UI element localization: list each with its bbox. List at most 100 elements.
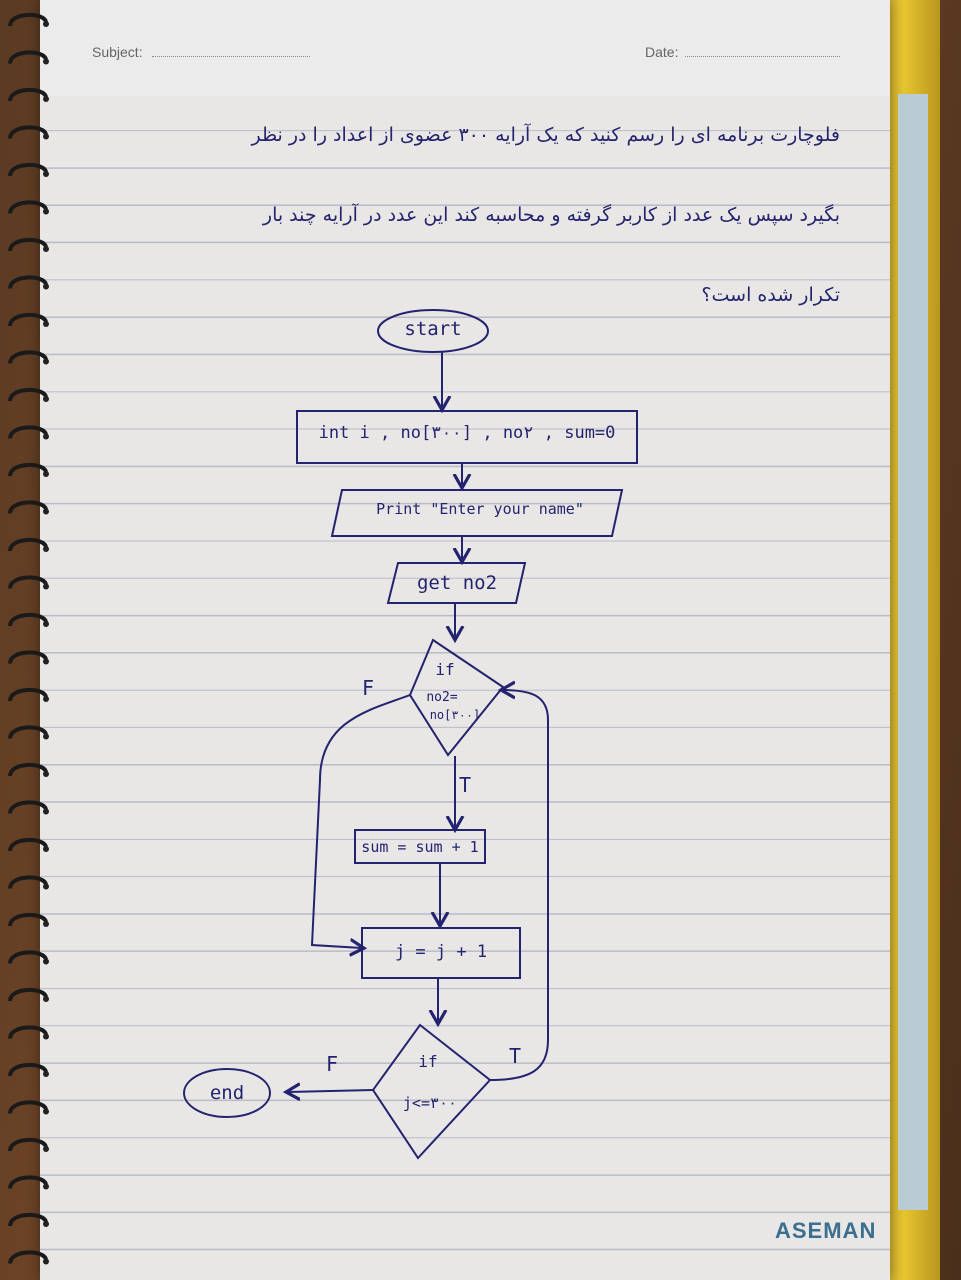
- subject-line: [152, 56, 310, 57]
- end-label: end: [209, 1082, 245, 1104]
- spiral-hole: [43, 21, 49, 27]
- notebook-page: Subject: Date: ASEMAN: [40, 0, 928, 1280]
- spiral-ring: [8, 88, 48, 102]
- brand-logo: ASEMAN: [775, 1218, 877, 1243]
- spiral-hole: [43, 621, 49, 627]
- spiral-ring: [8, 463, 48, 477]
- spiral-hole: [43, 171, 49, 177]
- spiral-hole: [43, 283, 49, 290]
- spiral-ring: [8, 163, 48, 177]
- if1-diamond: [408, 638, 505, 757]
- sum-label: sum = sum + 1: [361, 838, 479, 856]
- arrow-if2-end: [288, 1090, 374, 1092]
- spiral-ring: [8, 988, 48, 1002]
- spiral-ring: [8, 313, 48, 327]
- spiral-hole: [43, 358, 49, 365]
- spiral-hole: [43, 321, 49, 327]
- question-line-3: تکرار شده است؟: [701, 284, 840, 306]
- spiral-ring: [8, 875, 48, 890]
- date-label: Date:: [645, 44, 679, 60]
- if2-diamond: [371, 1023, 492, 1160]
- if2-label-1: if: [418, 1052, 438, 1071]
- spiral-ring: [8, 425, 48, 440]
- spiral-ring: [8, 950, 48, 965]
- spiral-ring: [8, 763, 48, 777]
- print-label: Print "Enter your name": [376, 500, 584, 518]
- spiral-hole: [43, 96, 49, 102]
- declare-box: [296, 410, 638, 464]
- spiral-hole: [43, 733, 49, 740]
- spiral-ring: [8, 200, 48, 215]
- spiral-hole: [43, 1146, 49, 1152]
- page-margin-strip: [898, 94, 928, 1210]
- spiral-hole: [43, 246, 49, 252]
- spiral-ring: [8, 725, 48, 740]
- spiral-hole: [43, 1071, 49, 1077]
- spiral-ring: [8, 613, 48, 627]
- spiral-hole: [43, 396, 49, 402]
- increment-box: [361, 927, 521, 979]
- sum-box: [354, 829, 486, 864]
- if1-label-2: no2=: [426, 690, 458, 705]
- spiral-ring: [8, 1175, 48, 1190]
- start-terminal: [377, 309, 489, 353]
- spiral-ring: [8, 500, 48, 515]
- question-line-1: فلوچارت برنامه ای را رسم کنید که یک آرای…: [251, 124, 840, 146]
- spiral-ring: [8, 688, 48, 702]
- if2-true-loop: [489, 690, 549, 1081]
- spiral-ring: [8, 350, 48, 365]
- spiral-hole: [43, 433, 49, 440]
- if2-true-label: T: [508, 1044, 522, 1068]
- end-terminal: [183, 1068, 271, 1118]
- increment-label: j = j + 1: [394, 942, 488, 962]
- spiral-hole: [43, 508, 49, 515]
- spiral-hole: [43, 846, 49, 852]
- spiral-hole: [43, 583, 49, 590]
- if1-false-path: [310, 694, 411, 948]
- spiral-hole: [43, 696, 49, 702]
- page-header-area: [40, 0, 890, 96]
- spiral-hole: [43, 1108, 49, 1115]
- spiral-hole: [43, 546, 49, 552]
- if1-true-label: T: [458, 773, 472, 797]
- spiral-hole: [43, 921, 49, 927]
- spiral-hole: [43, 958, 49, 965]
- start-label: start: [404, 318, 462, 340]
- print-parallelogram: [330, 489, 624, 537]
- spiral-hole: [43, 1033, 49, 1040]
- spiral-ring: [8, 1025, 48, 1040]
- spiral-ring: [8, 838, 48, 852]
- spiral-ring: [8, 800, 48, 815]
- spiral-hole: [43, 771, 49, 777]
- spiral-ring: [8, 275, 48, 290]
- spiral-ring: [8, 1138, 48, 1152]
- spiral-hole: [43, 133, 49, 140]
- get-label: get no2: [416, 572, 498, 594]
- spiral-hole: [43, 471, 49, 477]
- spiral-ring: [8, 13, 48, 27]
- spiral-hole: [43, 883, 49, 890]
- spiral-hole: [43, 208, 49, 215]
- spiral-ring: [8, 238, 48, 252]
- subject-label: Subject:: [92, 44, 143, 60]
- spiral-ring: [8, 1213, 48, 1227]
- if2-false-label: F: [325, 1052, 339, 1076]
- spiral-ring: [8, 50, 48, 65]
- spiral-ring: [8, 1063, 48, 1077]
- spiral-hole: [43, 808, 49, 815]
- spiral-hole: [43, 1258, 49, 1265]
- spiral-hole: [43, 1183, 49, 1190]
- if2-label-2: j<=۳۰۰: [402, 1094, 458, 1112]
- get-parallelogram: [386, 562, 527, 604]
- spiral-hole: [43, 658, 49, 665]
- spiral-ring: [8, 1100, 48, 1115]
- spiral-binding: [8, 13, 49, 1265]
- spiral-hole: [43, 1221, 49, 1227]
- spiral-hole: [43, 58, 49, 65]
- spiral-ring: [8, 125, 48, 140]
- if1-label-3: no[۳۰۰]: [429, 708, 481, 722]
- spiral-ring: [8, 388, 48, 402]
- if1-label-1: if: [435, 660, 455, 679]
- spiral-ring: [8, 1250, 48, 1265]
